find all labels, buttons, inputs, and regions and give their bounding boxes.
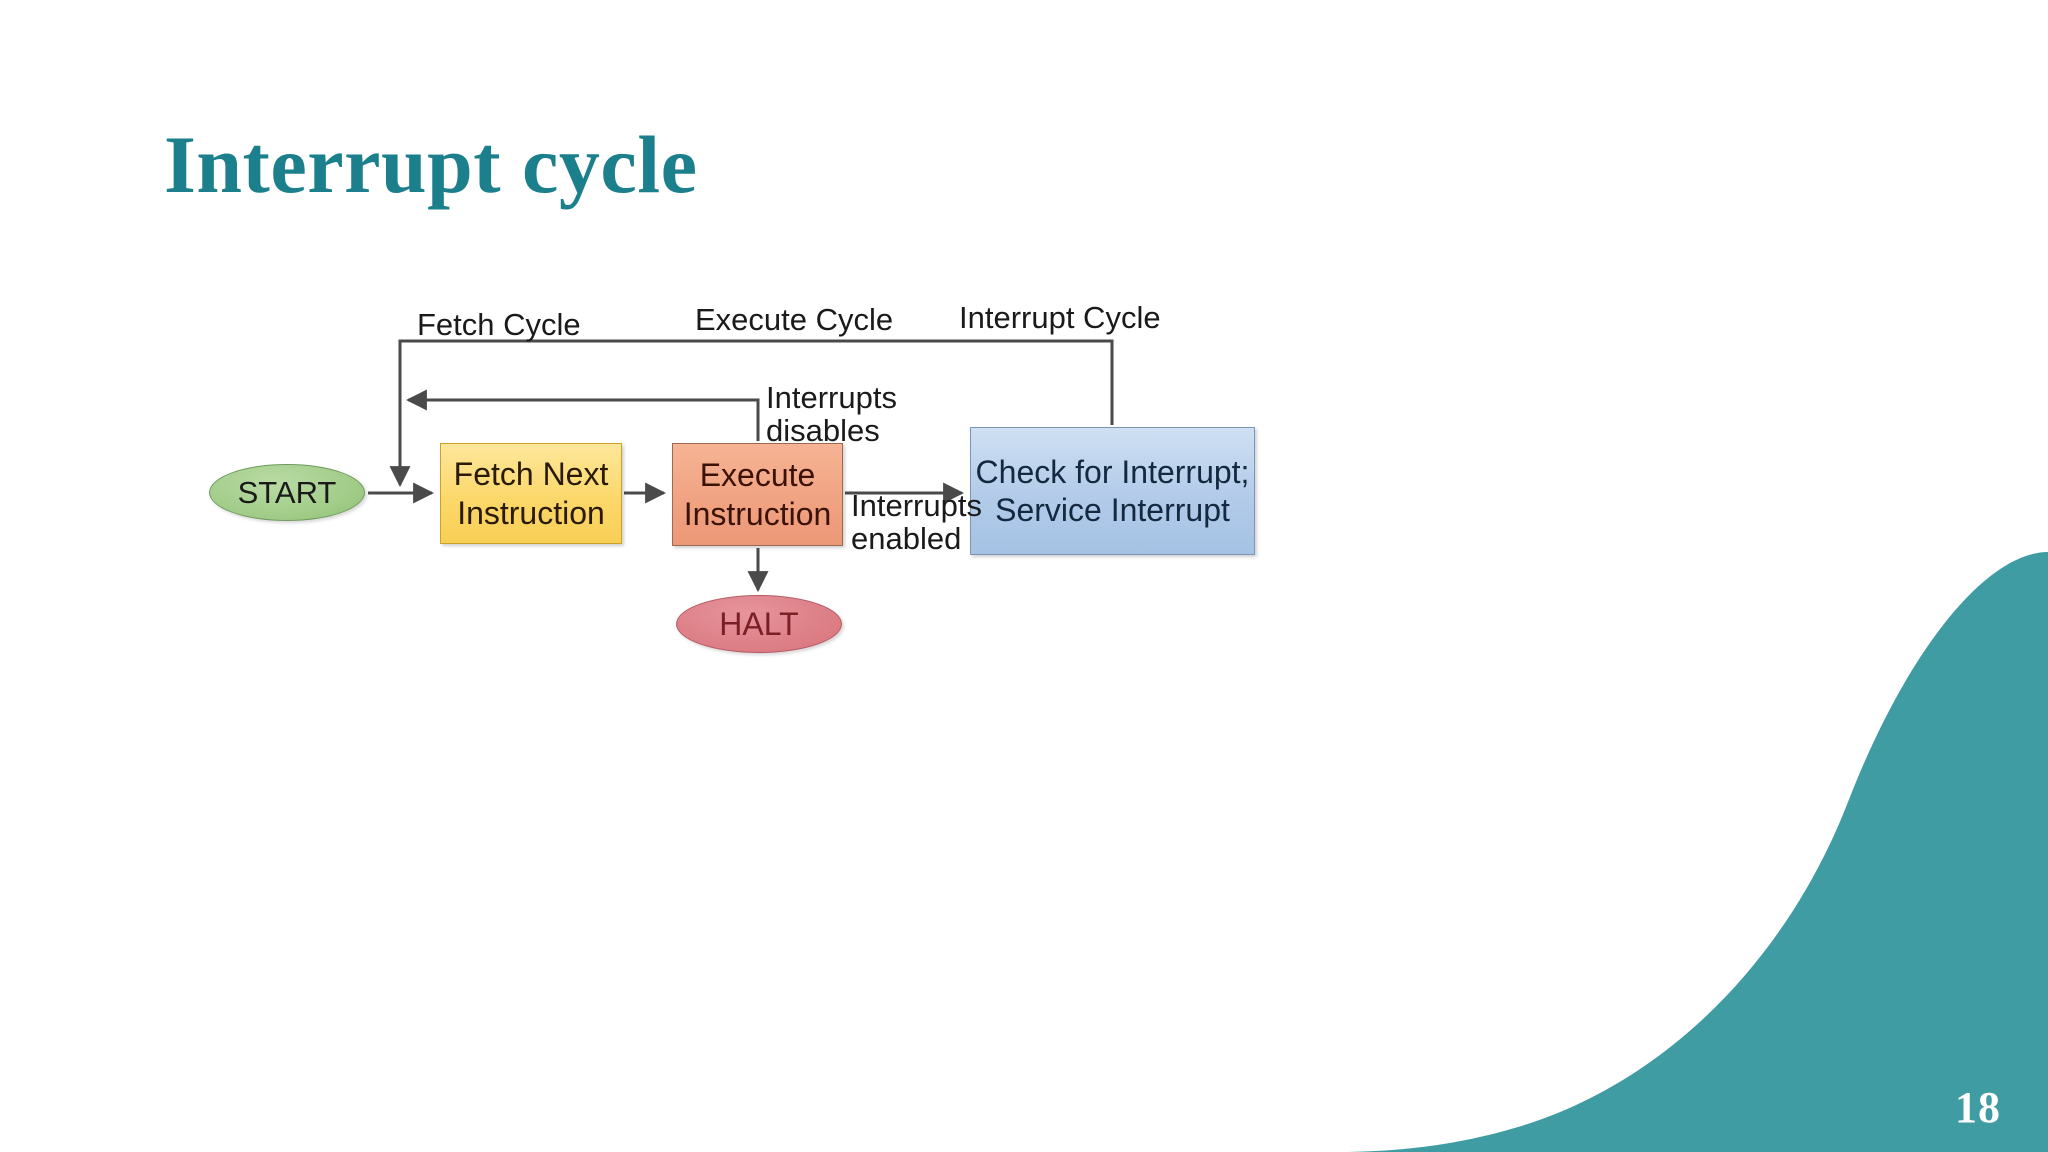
page-number: 18 xyxy=(1955,1083,2001,1132)
caption-interrupt-cycle: Interrupt Cycle xyxy=(959,300,1161,335)
page-title: Interrupt cycle xyxy=(164,119,698,210)
node-check-for-interrupt[interactable] xyxy=(970,427,1255,555)
caption-interrupts-disables-line2: disables xyxy=(766,413,880,449)
caption-fetch-cycle: Fetch Cycle xyxy=(417,307,581,342)
caption-interrupts-disables: Interrupts disables xyxy=(766,381,897,447)
node-fetch-next-instruction[interactable] xyxy=(440,443,622,544)
caption-execute-cycle: Execute Cycle xyxy=(695,302,894,337)
caption-interrupts-enabled: Interrupts enabled xyxy=(851,489,982,555)
node-execute-instruction[interactable] xyxy=(672,443,843,546)
caption-interrupts-enabled-line1: Interrupts xyxy=(851,488,982,523)
node-start[interactable] xyxy=(209,464,365,521)
caption-interrupts-disables-line1: Interrupts xyxy=(766,380,897,415)
node-halt[interactable] xyxy=(676,595,842,653)
caption-interrupts-enabled-line2: enabled xyxy=(851,521,962,557)
